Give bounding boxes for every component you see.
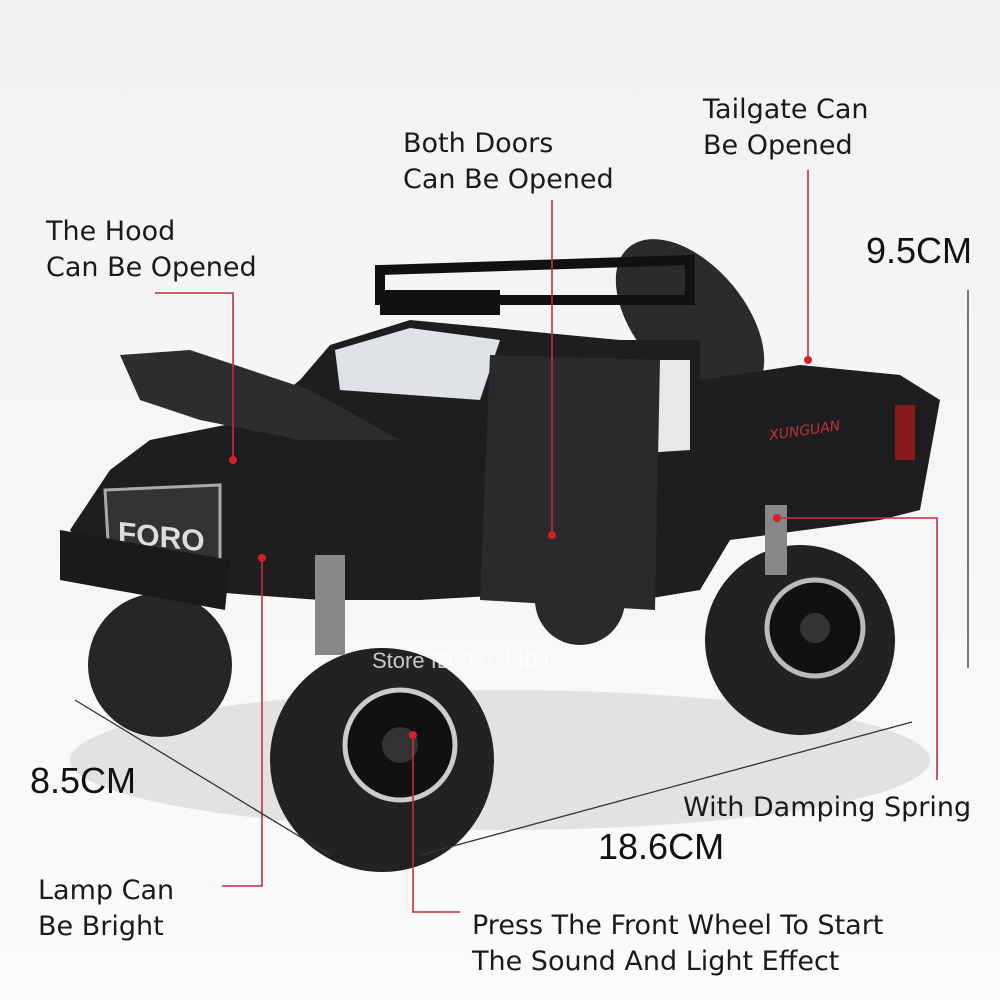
front-right-wheel: [270, 648, 494, 872]
leader-lines: [155, 170, 938, 913]
callout-dots: [229, 356, 812, 739]
front-spring: [315, 555, 345, 655]
doors-callout-line1: Both Doors: [403, 128, 554, 159]
lamp-callout: Lamp Can Be Bright: [38, 873, 174, 945]
tailgate-callout-line2: Be Opened: [703, 130, 853, 161]
watermark: Store ID: 1104409: [372, 648, 549, 673]
wheel-callout-line1: Press The Front Wheel To Start: [472, 910, 884, 941]
height-dimension: 9.5CM: [866, 230, 973, 271]
hood-callout-line1: The Hood: [46, 216, 176, 247]
wheel-callout-line2: The Sound And Light Effect: [472, 946, 840, 977]
dimension-lines: [74, 290, 969, 856]
lamp-callout-line1: Lamp Can: [38, 875, 175, 906]
rear-right-wheel: [705, 545, 895, 735]
rear-spring: [765, 505, 787, 575]
width-dimension: 8.5CM: [30, 760, 137, 801]
spring-callout: With Damping Spring: [683, 792, 972, 823]
tailgate-callout-line1: Tailgate Can: [703, 94, 869, 125]
tailgate-callout: Tailgate Can Be Opened: [703, 92, 869, 164]
truck-body: FORO XUNGUAN: [60, 254, 940, 610]
lamp-callout-line2: Be Bright: [38, 911, 164, 942]
doors-callout-line2: Can Be Opened: [403, 164, 614, 195]
length-dimension: 18.6CM: [598, 826, 725, 867]
doors-callout: Both Doors Can Be Opened: [403, 126, 614, 198]
hood-callout-line2: Can Be Opened: [46, 252, 257, 283]
front-left-wheel: [88, 593, 232, 737]
hood-callout: The Hood Can Be Opened: [46, 214, 257, 286]
wheel-callout: Press The Front Wheel To Start The Sound…: [472, 908, 883, 980]
